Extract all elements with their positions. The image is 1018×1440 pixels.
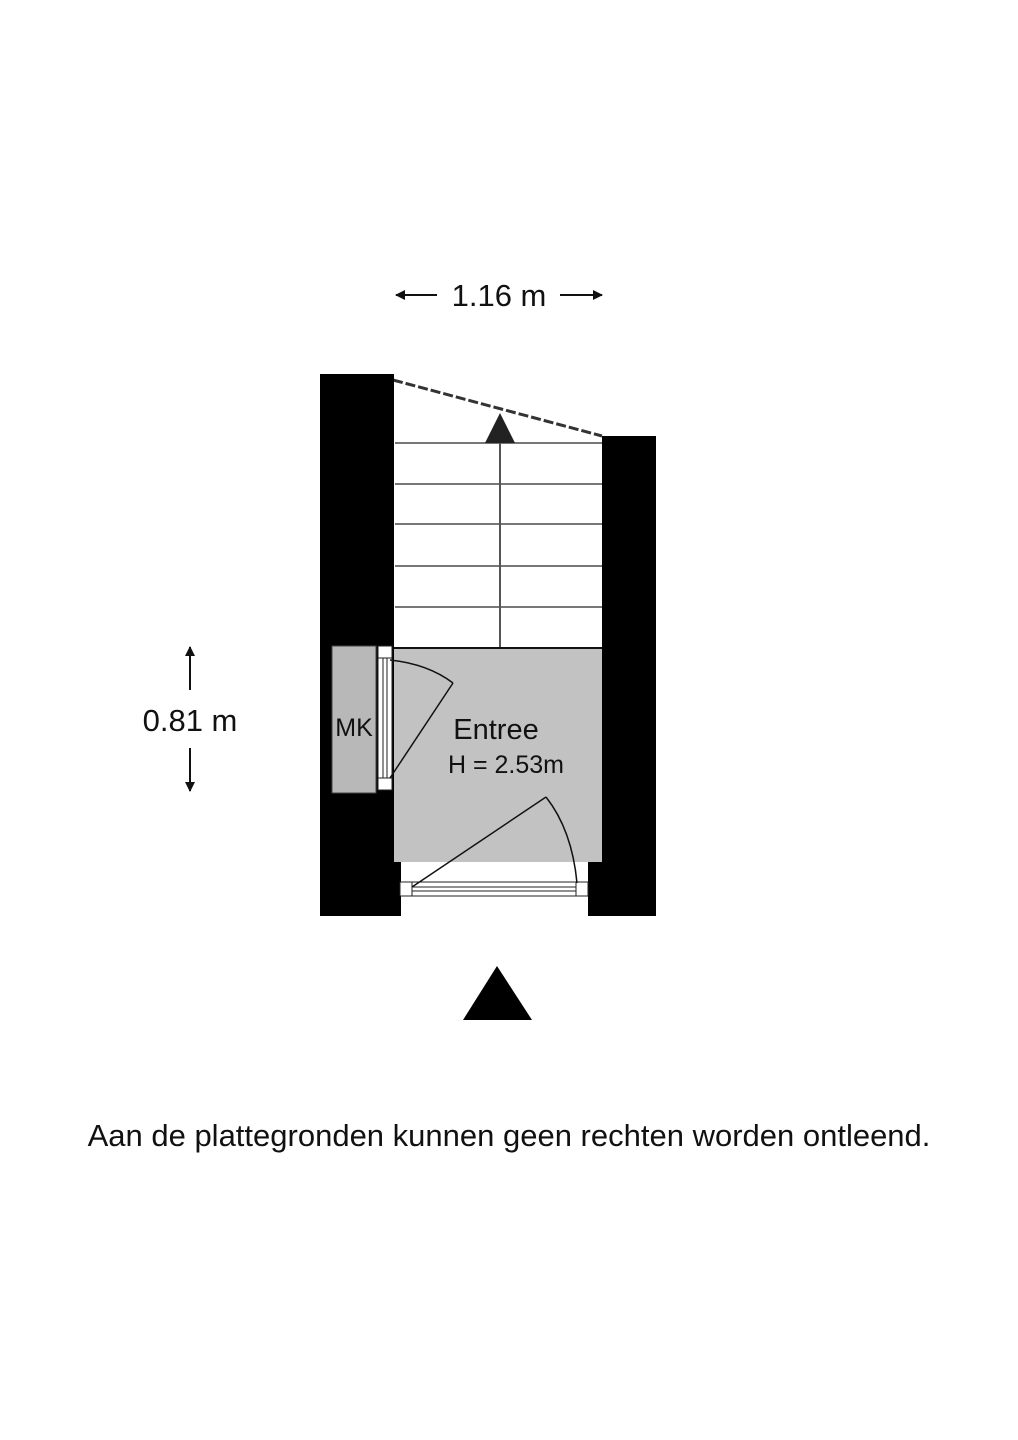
- staircase: [392, 378, 603, 648]
- stair-direction-arrow-icon: [485, 413, 515, 443]
- depth-dimension: 0.81 m: [143, 646, 238, 792]
- room-entree: [393, 648, 602, 862]
- disclaimer: Aan de plattegronden kunnen geen rechten…: [87, 1118, 931, 1153]
- depth-label: 0.81 m: [143, 703, 238, 738]
- width-dimension: 1.16 m: [395, 278, 603, 313]
- closet-door[interactable]: [377, 645, 454, 791]
- wall-left: [320, 374, 394, 916]
- north-arrow-icon: [463, 966, 532, 1020]
- room-mk-label: MK: [335, 714, 373, 742]
- wall-right: [602, 436, 656, 916]
- entrance-door[interactable]: [399, 796, 589, 897]
- room-entree-height: H = 2.53m: [448, 751, 564, 779]
- room-entree-label: Entree: [453, 714, 538, 746]
- width-label: 1.16 m: [452, 278, 547, 313]
- room-mk: [331, 645, 377, 794]
